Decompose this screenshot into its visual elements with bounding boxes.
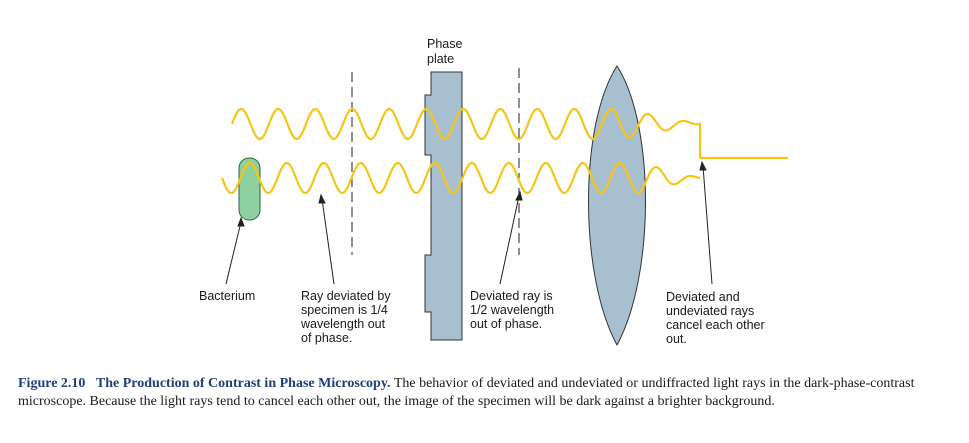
upper-light-ray — [230, 107, 702, 158]
arrowhead-ray-quarter — [318, 193, 326, 204]
phase-plate — [424, 71, 463, 341]
pointer-bacterium — [225, 221, 242, 285]
arrowhead-ray-half — [515, 190, 523, 201]
figure-caption: Figure 2.10 The Production of Contrast i… — [18, 375, 953, 411]
phase-contrast-diagram: Phase plate Bacterium Ray deviated by sp… — [199, 37, 788, 347]
caption-title: The Production of Contrast in Phase Micr… — [95, 376, 391, 391]
caption-figure-number: Figure 2.10 — [18, 376, 86, 391]
label-cancel: Deviated and undeviated rays cancel each… — [666, 290, 768, 346]
label-ray-deviated-quarter: Ray deviated by specimen is 1/4 waveleng… — [300, 289, 394, 345]
pointer-ray-half — [499, 195, 520, 285]
pointer-cancel — [702, 165, 713, 285]
label-bacterium: Bacterium — [199, 289, 255, 303]
label-ray-deviated-half: Deviated ray is 1/2 wavelength out of ph… — [470, 289, 558, 331]
lens — [588, 65, 646, 347]
label-phase-plate: Phase plate — [427, 37, 466, 66]
arrowhead-cancel — [699, 160, 707, 171]
caption-body: The behavior of deviated and undeviated … — [18, 376, 915, 409]
arrowhead-bacterium — [237, 216, 245, 227]
bacterium — [238, 157, 261, 221]
lower-light-ray — [220, 161, 701, 195]
pointer-ray-quarter — [321, 198, 335, 285]
